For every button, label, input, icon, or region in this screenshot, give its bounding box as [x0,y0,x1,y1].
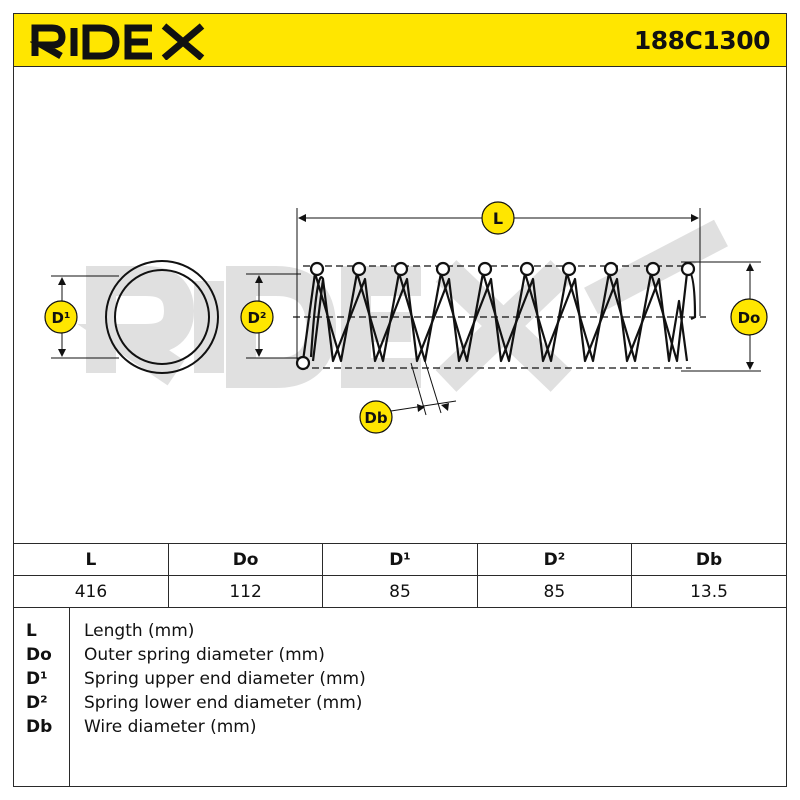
legend-description: Spring lower end diameter (mm) [84,693,363,713]
legend-row-db: Db Wire diameter (mm) [14,717,786,741]
spring-coils [295,261,697,371]
legend-code: L [26,621,37,641]
legend-code: D² [26,693,48,713]
header-d2: D² [476,543,633,576]
legend: L Length (mm) Do Outer spring diameter (… [14,607,786,786]
value-db: 13.5 [631,575,786,608]
end-view [51,260,219,374]
legend-divider [69,608,70,786]
header-l: L [14,543,169,576]
legend-row-d1: D¹ Spring upper end diameter (mm) [14,669,786,693]
header-d1: D¹ [322,543,478,576]
d2-dimension [246,273,301,359]
value-l: 416 [14,575,169,608]
ridex-logo [30,23,205,60]
label-d2: D² [247,309,266,327]
legend-code: Db [26,717,53,737]
legend-description: Wire diameter (mm) [84,717,257,737]
header-bar: 188C1300 [14,14,786,67]
legend-description: Length (mm) [84,621,195,641]
legend-description: Spring upper end diameter (mm) [84,669,366,689]
label-db: Db [364,409,387,427]
spring-diagram: D¹ D² L Do Db [44,201,768,434]
legend-description: Outer spring diameter (mm) [84,645,325,665]
value-d2: 85 [476,575,633,608]
technical-drawing: D¹ D² L Do Db [14,67,786,544]
value-d1: 85 [322,575,478,608]
badge-l: L [481,201,515,235]
label-d1: D¹ [51,309,70,327]
badge-do: Do [730,298,768,336]
spring-guide-lines [293,265,706,369]
spec-sheet: 188C1300 [13,13,787,787]
spec-table-header-row: L Do D¹ D² Db [14,543,786,576]
db-dimension [390,360,457,416]
legend-code: Do [26,645,52,665]
legend-code: D¹ [26,669,48,689]
badge-d2: D² [240,300,274,334]
spec-table-value-row: 416 112 85 85 13.5 [14,575,786,608]
header-db: Db [631,543,786,576]
header-do: Do [167,543,324,576]
label-do: Do [738,309,761,327]
badge-db: Db [359,400,393,434]
legend-row-l: L Length (mm) [14,621,786,645]
legend-row-d2: D² Spring lower end diameter (mm) [14,693,786,717]
part-number: 188C1300 [633,26,771,55]
legend-row-do: Do Outer spring diameter (mm) [14,645,786,669]
label-l: L [493,209,503,228]
value-do: 112 [167,575,324,608]
badge-d1: D¹ [44,300,78,334]
spec-table: L Do D¹ D² Db 416 112 85 85 13.5 [14,543,786,608]
